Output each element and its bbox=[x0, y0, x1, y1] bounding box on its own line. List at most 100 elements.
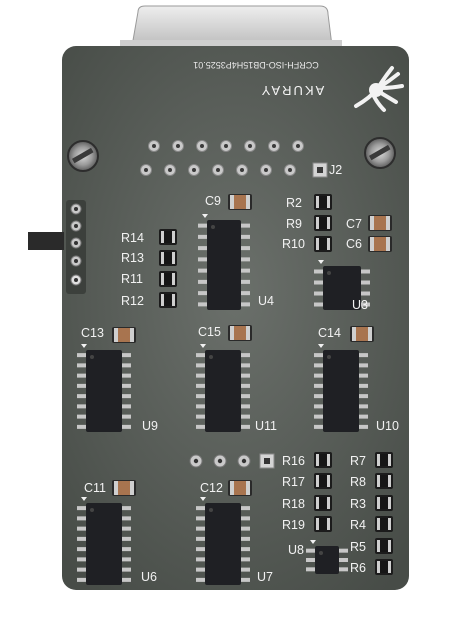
resistor-label: R8 bbox=[350, 475, 366, 489]
resistor-r16: R16 bbox=[282, 452, 332, 468]
j2-label: J2 bbox=[329, 163, 342, 177]
j2-pin bbox=[164, 164, 176, 176]
resistor-label: R16 bbox=[282, 454, 305, 468]
capacitor-label: C7 bbox=[346, 217, 362, 231]
header-pin bbox=[237, 454, 251, 468]
ic-label: U10 bbox=[376, 419, 399, 433]
resistor-r5: R5 bbox=[350, 538, 393, 554]
ic-label: U11 bbox=[255, 419, 277, 433]
header-pin-1 bbox=[259, 453, 275, 469]
ic-u11: U11 bbox=[196, 344, 277, 433]
j2-pin bbox=[292, 140, 304, 152]
j2-connector-pins bbox=[140, 140, 328, 178]
ic-u7: U7 bbox=[196, 497, 273, 585]
j2-pin bbox=[140, 164, 152, 176]
j2-pin bbox=[244, 140, 256, 152]
ic-label: U7 bbox=[257, 570, 273, 584]
left-pin-header bbox=[66, 200, 86, 294]
resistor-label: R14 bbox=[121, 231, 144, 245]
capacitor-label: C13 bbox=[81, 326, 104, 340]
board-id-text: CCRFH-ISO-DB15H4P3525.01 bbox=[193, 60, 319, 70]
resistor-r11: R11 bbox=[121, 271, 177, 287]
resistor-label: R5 bbox=[350, 540, 366, 554]
resistor-label: R10 bbox=[282, 237, 305, 251]
header-pin bbox=[213, 454, 227, 468]
capacitor-c11: C11 bbox=[84, 480, 136, 496]
db15-connector-shell bbox=[131, 5, 333, 47]
resistor-r12: R12 bbox=[121, 292, 177, 308]
j2-pin bbox=[220, 140, 232, 152]
header-pin bbox=[70, 255, 82, 267]
capacitor-label: C12 bbox=[200, 481, 223, 495]
resistor-label: R12 bbox=[121, 294, 144, 308]
j2-pin bbox=[212, 164, 224, 176]
capacitor-label: C11 bbox=[84, 481, 106, 495]
resistor-label: R2 bbox=[286, 196, 302, 210]
mounting-screw-right bbox=[364, 137, 396, 169]
j2-pin bbox=[188, 164, 200, 176]
j2-pin bbox=[172, 140, 184, 152]
ic-u10: U10 bbox=[314, 344, 399, 433]
j2-pin bbox=[268, 140, 280, 152]
resistor-r14: R14 bbox=[121, 229, 177, 245]
resistor-r19: R19 bbox=[282, 516, 332, 532]
capacitor-c7: C7 bbox=[346, 215, 392, 231]
resistor-label: R7 bbox=[350, 454, 366, 468]
resistor-label: R13 bbox=[121, 251, 144, 265]
resistor-r7: R7 bbox=[350, 452, 393, 468]
ic-u9: U9 bbox=[77, 344, 158, 433]
header-pin bbox=[189, 454, 203, 468]
resistor-label: R18 bbox=[282, 497, 305, 511]
ic-u3: U3 bbox=[314, 260, 370, 312]
header-pin bbox=[70, 203, 82, 215]
ic-label: U8 bbox=[288, 543, 304, 557]
resistor-label: R11 bbox=[121, 272, 143, 286]
j2-pin bbox=[236, 164, 248, 176]
j2-pin bbox=[260, 164, 272, 176]
resistor-r17: R17 bbox=[282, 473, 332, 489]
brand-text: AKURAY bbox=[260, 83, 325, 98]
resistor-label: R17 bbox=[282, 475, 305, 489]
resistor-label: R9 bbox=[286, 217, 302, 231]
resistor-label: R19 bbox=[282, 518, 305, 532]
resistor-r2: R2 bbox=[286, 194, 332, 210]
ic-label: U9 bbox=[142, 419, 158, 433]
capacitor-label: C14 bbox=[318, 326, 341, 340]
resistor-r3: R3 bbox=[350, 495, 393, 511]
capacitor-c6: C6 bbox=[346, 236, 392, 252]
resistor-label: R3 bbox=[350, 497, 366, 511]
j2-pin-1 bbox=[312, 162, 328, 178]
resistor-r4: R4 bbox=[350, 516, 393, 532]
resistor-r6: R6 bbox=[350, 559, 393, 575]
ic-u4: U4 bbox=[198, 214, 274, 310]
ic-label: U4 bbox=[258, 294, 274, 308]
header-pin bbox=[70, 237, 82, 249]
resistor-label: R4 bbox=[350, 518, 366, 532]
ic-label: U6 bbox=[141, 570, 157, 584]
capacitor-c15: C15 bbox=[198, 325, 252, 341]
capacitor-label: C15 bbox=[198, 325, 221, 339]
j2-pin bbox=[148, 140, 160, 152]
capacitor-label: C9 bbox=[205, 194, 221, 208]
svg-text:CCRFH-ISO-DB15H4P3525.01: CCRFH-ISO-DB15H4P3525.01 bbox=[193, 60, 319, 70]
resistor-r9: R9 bbox=[286, 215, 332, 231]
middle-pin-header bbox=[189, 453, 275, 469]
connector-base bbox=[120, 40, 342, 50]
j2-pin bbox=[196, 140, 208, 152]
capacitor-c9: C9 bbox=[205, 194, 252, 210]
header-pin bbox=[70, 274, 82, 286]
resistor-r13: R13 bbox=[121, 250, 177, 266]
capacitor-c12: C12 bbox=[200, 480, 252, 496]
header-pin bbox=[70, 220, 82, 232]
resistor-label: R6 bbox=[350, 561, 366, 575]
ic-u8: U8 bbox=[288, 540, 348, 574]
j2-pin bbox=[284, 164, 296, 176]
svg-text:AKURAY: AKURAY bbox=[260, 83, 325, 98]
ic-label: U3 bbox=[352, 298, 368, 312]
ic-u6: U6 bbox=[77, 497, 157, 585]
hand-logo bbox=[354, 66, 404, 112]
side-tab bbox=[28, 232, 64, 250]
capacitor-c14: C14 bbox=[318, 326, 374, 342]
resistor-r18: R18 bbox=[282, 495, 332, 511]
